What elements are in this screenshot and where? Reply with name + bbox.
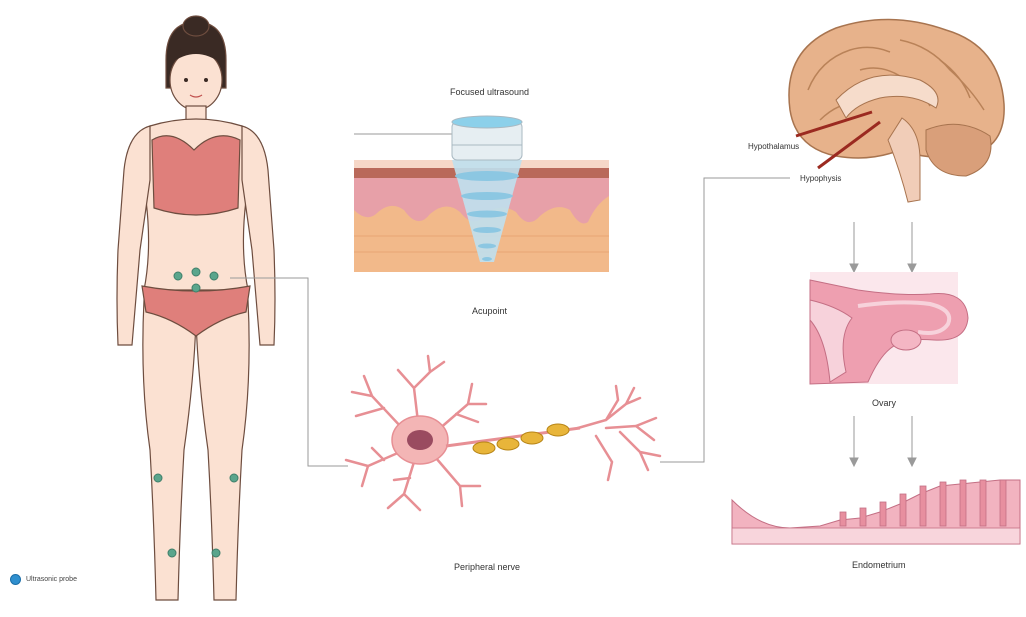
arrows-brain-ovary (850, 222, 916, 272)
ultrasound-tissue-panel (354, 116, 609, 272)
label-acupoint: Acupoint (472, 306, 507, 316)
face (170, 50, 222, 110)
arrows-ovary-endometrium (850, 416, 916, 466)
acupoint-marker (212, 549, 220, 557)
bra (152, 136, 240, 215)
legend-label: Ultrasonic probe (26, 576, 77, 583)
ovary-shape (891, 330, 921, 350)
acupoint-marker (168, 549, 176, 557)
right-leg (196, 300, 249, 600)
acupoint-marker (210, 272, 218, 280)
cerebellum (926, 124, 991, 176)
label-hypophysis: Hypophysis (800, 174, 841, 183)
label-ovary: Ovary (872, 398, 896, 408)
acupoint-marker (154, 474, 162, 482)
acupoint-marker (230, 474, 238, 482)
legend: Ultrasonic probe (10, 574, 77, 585)
hair-bun (183, 16, 209, 36)
connector-nerve-to-brain (660, 178, 790, 462)
label-hypothalamus: Hypothalamus (748, 142, 799, 151)
ultrasonic-probe-legend-icon (10, 574, 21, 585)
endometrium-tissue (732, 480, 1020, 544)
human-figure (117, 16, 275, 600)
uterus-ovary (810, 272, 968, 384)
acupoint-marker (192, 284, 200, 292)
label-peripheral-nerve: Peripheral nerve (454, 562, 520, 572)
acupoint-marker (192, 268, 200, 276)
label-endometrium: Endometrium (852, 560, 906, 570)
neuron-nucleus (407, 430, 433, 450)
acupoint-marker (174, 272, 182, 280)
label-focused-ultrasound: Focused ultrasound (450, 87, 529, 97)
